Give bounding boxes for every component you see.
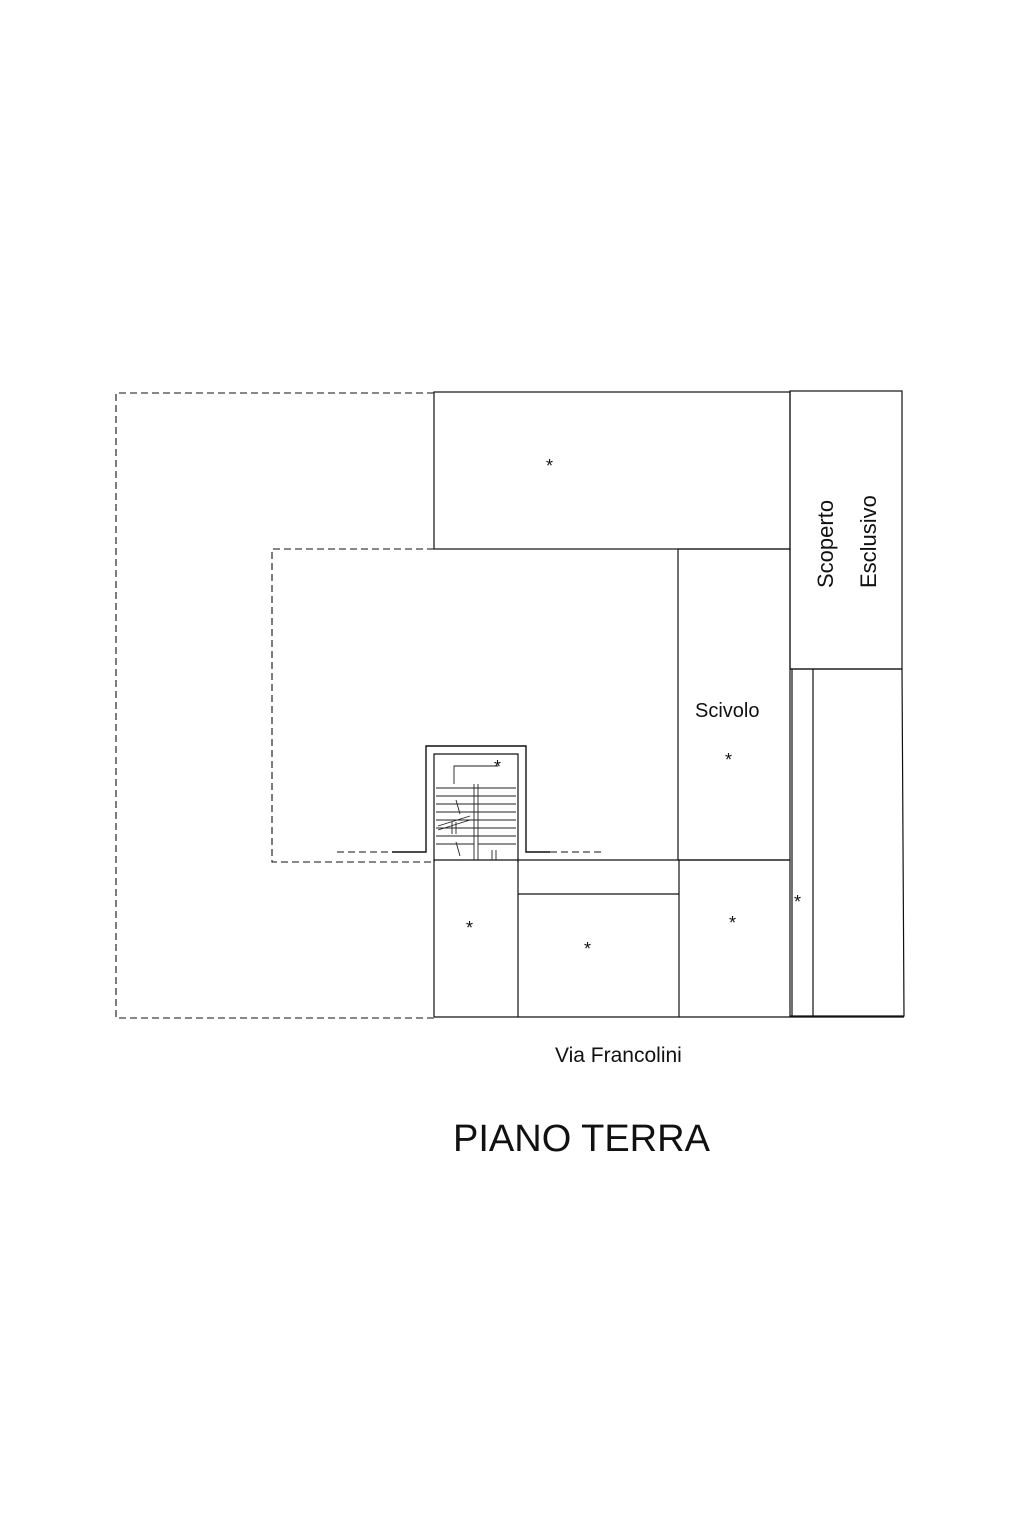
esclusivo-label: Esclusivo (856, 495, 881, 588)
marker-top-unit: * (546, 456, 553, 476)
scoperto-esclusivo-area (789, 390, 903, 670)
stair-break-line-2 (437, 819, 471, 831)
top-unit-room (433, 391, 791, 550)
inner-dashed-boundary (271, 548, 434, 863)
marker-stairwell: * (494, 757, 501, 777)
marker-bottom-left-room: * (466, 918, 473, 938)
stair-break-line-1 (437, 815, 471, 827)
right-lower-area (790, 668, 905, 1017)
scivolo-label: Scivolo (695, 700, 759, 722)
stairwell (392, 745, 550, 862)
street-label: Via Francolini (555, 1044, 682, 1067)
stair-treads (436, 787, 516, 845)
outer-dashed-boundary (115, 392, 434, 1019)
marker-bottom-middle-room: * (584, 939, 591, 959)
floor-title: PIANO TERRA (453, 1118, 711, 1160)
marker-bottom-right-room: * (729, 913, 736, 933)
marker-scivolo: * (725, 750, 732, 770)
scoperto-label: Scoperto (813, 500, 838, 588)
marker-narrow-strip: * (794, 892, 801, 912)
